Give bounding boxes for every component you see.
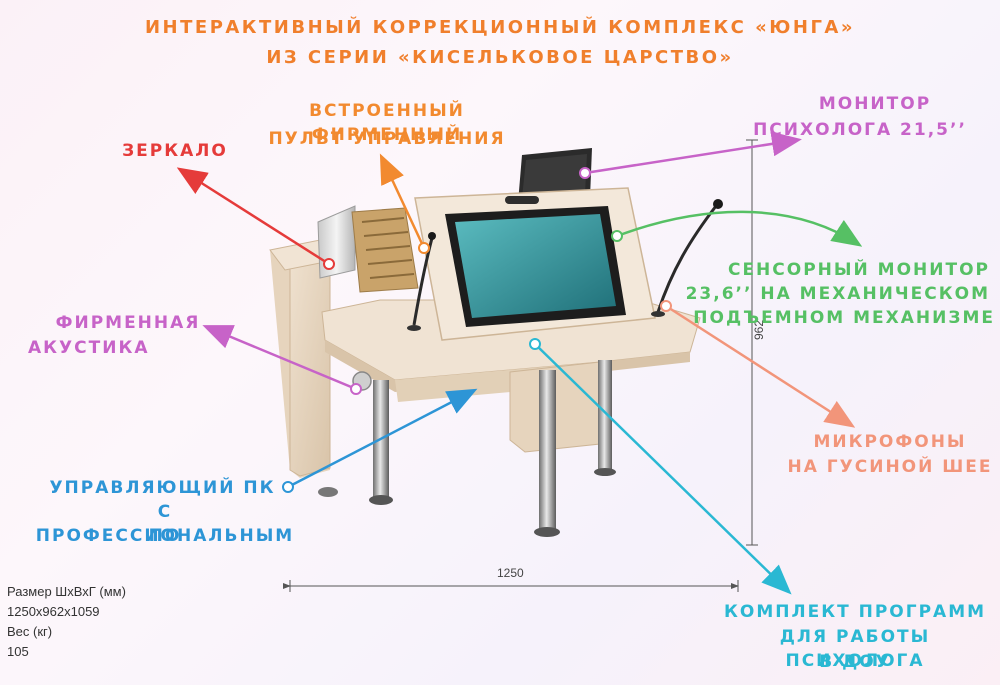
touch-monitor-label-1: Сенсорный монитор — [727, 260, 990, 280]
programs-label-3: в ДОУ — [819, 652, 891, 672]
programs-label-1: Комплект программ — [723, 602, 987, 622]
touch-monitor-label-2: 23,6’’ на механическом — [685, 284, 990, 304]
control-panel-arrow — [379, 153, 426, 249]
mirror-arrow — [176, 167, 330, 266]
psychologist-monitor — [518, 148, 592, 203]
microphones-label-2: на гусиной шее — [787, 457, 993, 477]
weight-label: Вес (кг) — [7, 624, 53, 639]
pc-label-1: Управляющий ПК — [49, 478, 276, 498]
acoustics-arrow — [202, 325, 357, 391]
title-line-1: Интерактивный коррекционный комплекс «Юн… — [144, 17, 855, 38]
acoustics-label-1: Фирменная — [55, 313, 201, 333]
psychologist-monitor-label-1: Монитор — [818, 94, 932, 114]
mirror — [317, 205, 356, 279]
touch-monitor-arrow — [616, 210, 863, 247]
programs-arrow — [534, 343, 792, 595]
mirror-label: Зеркало — [122, 141, 228, 161]
psychologist-monitor-arrow — [584, 131, 802, 175]
microphones-label-1: Микрофоны — [813, 432, 967, 452]
pc-arrow — [287, 388, 478, 489]
size-label: Размер ШхВхГ (мм) — [7, 584, 126, 599]
programs-label-2: для работы психолога — [779, 627, 931, 671]
control-panel-label-2: пульт управления — [268, 129, 506, 149]
psychologist-monitor-label-2: психолога 21,5’’ — [753, 120, 967, 140]
microphones — [407, 199, 723, 331]
touch-monitor-label-3: подъемном механизме — [693, 308, 995, 328]
acoustic-panel — [351, 207, 419, 293]
touch-monitor — [414, 187, 656, 341]
width-dimension-label: 1250 — [497, 566, 524, 580]
weight-value: 105 — [7, 644, 29, 659]
microphones-arrow — [665, 304, 856, 428]
dimension-lines — [283, 139, 758, 592]
acoustics-label-2: акустика — [28, 338, 150, 358]
specs-block: Размер ШхВхГ (мм) 1250x962x1059 Вес (кг)… — [7, 582, 126, 662]
pc-label-3: ПО — [148, 526, 182, 546]
control-panel-label-1: Встроенный фирменный — [309, 101, 465, 145]
size-value: 1250x962x1059 — [7, 604, 100, 619]
pc-label-2: с профессиональным — [35, 502, 295, 546]
title-line-2: из серии «Кисельковое царство» — [266, 47, 734, 68]
